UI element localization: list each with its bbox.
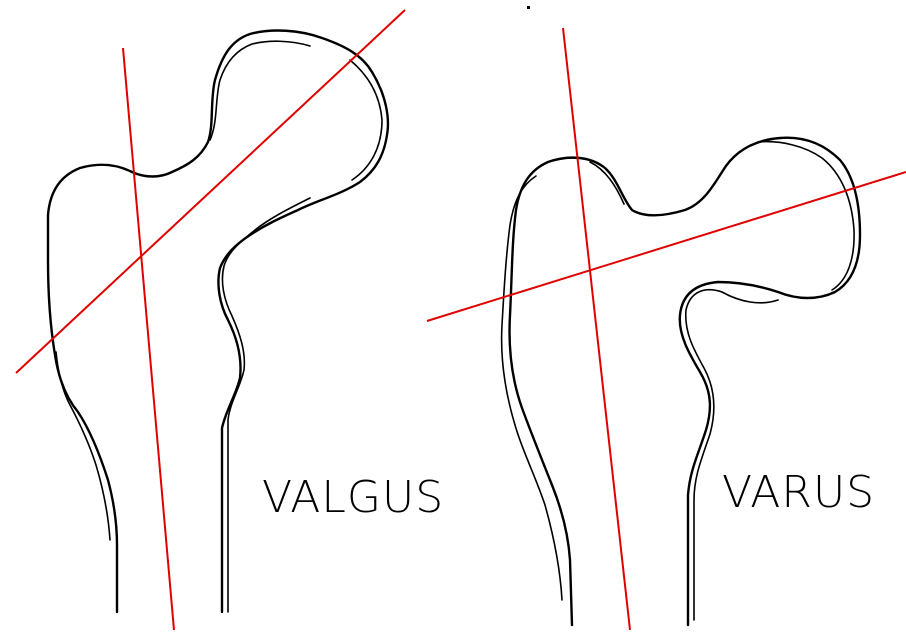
stray-mark	[527, 6, 530, 9]
valgus-femur-outline	[48, 31, 388, 612]
varus-neck-axis	[427, 172, 906, 321]
valgus-femur-inner-outline	[56, 41, 382, 612]
valgus-neck-axis	[16, 10, 405, 373]
varus-label: VARUS	[722, 467, 875, 518]
varus-femur	[502, 138, 860, 625]
varus-femur-outline	[510, 138, 861, 625]
varus-femur-inner-outline	[502, 142, 854, 620]
valgus-femur	[48, 31, 388, 612]
valgus-label: VALGUS	[262, 472, 444, 523]
varus-shaft-axis	[563, 28, 630, 630]
valgus-shaft-axis	[123, 48, 174, 630]
